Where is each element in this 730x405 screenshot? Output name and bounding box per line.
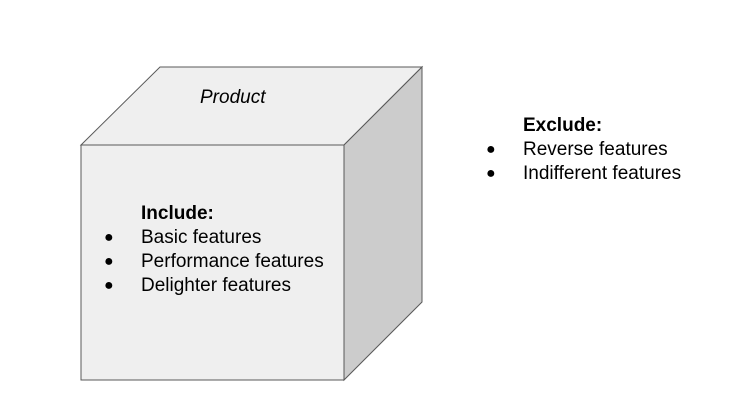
list-item: ●Reverse features	[486, 139, 668, 160]
list-item: ●Basic features	[104, 227, 262, 248]
cube-front-face	[80, 144, 345, 381]
exclude-list: Exclude: ●Reverse features ●Indifferent …	[486, 114, 681, 186]
list-item: ●Performance features	[104, 251, 324, 272]
bullet-icon: ●	[104, 229, 114, 246]
bullet-icon: ●	[486, 141, 496, 158]
include-list: Include: ●Basic features ●Performance fe…	[104, 202, 324, 298]
list-item: ●Indifferent features	[486, 163, 682, 184]
list-item: ●Delighter features	[104, 275, 291, 296]
bullet-icon: ●	[104, 277, 114, 294]
product-label: Product	[200, 87, 266, 108]
include-heading: Include:	[141, 203, 214, 224]
exclude-heading: Exclude:	[523, 115, 603, 136]
bullet-icon: ●	[486, 165, 496, 182]
bullet-icon: ●	[104, 253, 114, 270]
